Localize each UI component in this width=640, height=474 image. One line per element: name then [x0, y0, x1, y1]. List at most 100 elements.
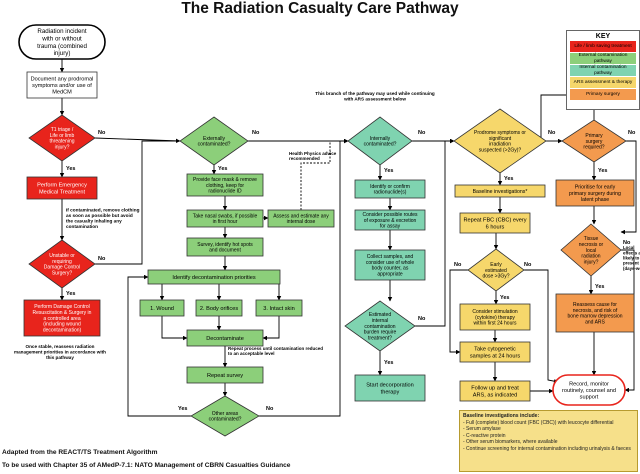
document-box-shape — [26, 71, 98, 99]
t1-triage-diamond-shape — [28, 114, 96, 162]
reassess-box-shape — [555, 293, 635, 333]
edge-label-no: No — [623, 240, 631, 246]
node-text: Baseline investigations* — [473, 189, 528, 195]
nasal-swabs-box-shape — [186, 209, 264, 228]
edge-label-no: No — [548, 130, 556, 136]
repeat-fbc-box-shape — [459, 212, 531, 234]
face-mask-box-shape — [186, 173, 264, 197]
connector — [127, 274, 191, 417]
connector — [300, 141, 331, 210]
baseline-investigations-box: Baseline investigations include: - Full … — [459, 410, 638, 472]
connector — [161, 316, 188, 341]
decon-priorities-box-shape — [147, 269, 281, 285]
node-text: Repeat process until contamination reduc… — [228, 346, 323, 356]
external-contaminated-diamond-shape — [179, 116, 249, 166]
edge-label-yes: Yes — [598, 168, 607, 174]
decorporation-box-shape — [354, 374, 426, 402]
edge-label-yes: Yes — [218, 166, 227, 172]
start-node-shape — [18, 24, 106, 60]
intact-skin-box-shape — [255, 299, 303, 317]
footer-source: Adapted from the REACT/TS Treatment Algo… — [2, 449, 158, 456]
baseline-box-heading: Baseline investigations include: — [463, 413, 540, 419]
edge-label-yes: Yes — [384, 168, 393, 174]
emergency-treatment-box-shape — [26, 176, 98, 200]
stimulation-box-shape — [459, 303, 531, 331]
legend-item-external: External contamination pathway — [570, 53, 636, 64]
connector — [449, 269, 468, 355]
branch-note: This branch of the pathway may used whil… — [315, 91, 435, 101]
node-text: Decontaminate — [206, 336, 244, 342]
connectors — [59, 59, 637, 417]
edge-label-yes: Yes — [178, 406, 187, 412]
legend-item-primary-surgery: Primary surgery — [570, 89, 636, 100]
edge-label-no: No — [418, 130, 426, 136]
page-title: The Radiation Casualty Care Pathway — [181, 0, 459, 17]
baseline-box-item: - Other serum biomarkers, where availabl… — [463, 439, 558, 446]
edge-label-no: No — [252, 130, 260, 136]
legend-title: KEY — [595, 33, 611, 40]
footer-guidance: To be used with Chapter 35 of AMedP-7.1:… — [2, 462, 291, 469]
follow-up-box-shape — [459, 380, 531, 402]
prioritise-box-shape — [555, 179, 635, 207]
legend-item-internal: Internal contamination pathway — [570, 65, 636, 76]
decon-priorities-box: Identify decontamination priorities — [147, 269, 281, 285]
decontaminate-box: Decontaminate — [186, 329, 264, 347]
cytogenetic-box-shape — [459, 341, 531, 363]
collect-samples-box-shape — [354, 249, 426, 281]
decontaminate-box-shape — [186, 329, 264, 347]
baseline-box: Baseline investigations* — [454, 184, 546, 198]
edge-label-yes: Yes — [66, 166, 75, 172]
wound-box-shape — [139, 299, 185, 317]
routes-box-shape — [354, 209, 426, 231]
orifices-box-shape — [195, 299, 243, 317]
edge-label-yes: Yes — [504, 176, 513, 182]
edge-label-no: No — [454, 262, 462, 268]
baseline-box-item: - Serum amylase — [463, 426, 501, 433]
legend-item-life-limb: Life / limb saving treatment — [570, 41, 636, 52]
repeat-note: Repeat process until contamination reduc… — [228, 346, 323, 356]
identify-radionuclide-box-shape — [354, 179, 426, 199]
damage-control-box-shape — [23, 299, 101, 337]
node-text: Identify decontamination priorities — [172, 275, 256, 281]
node-text: 1. Wound — [150, 306, 174, 312]
connector — [94, 137, 181, 144]
